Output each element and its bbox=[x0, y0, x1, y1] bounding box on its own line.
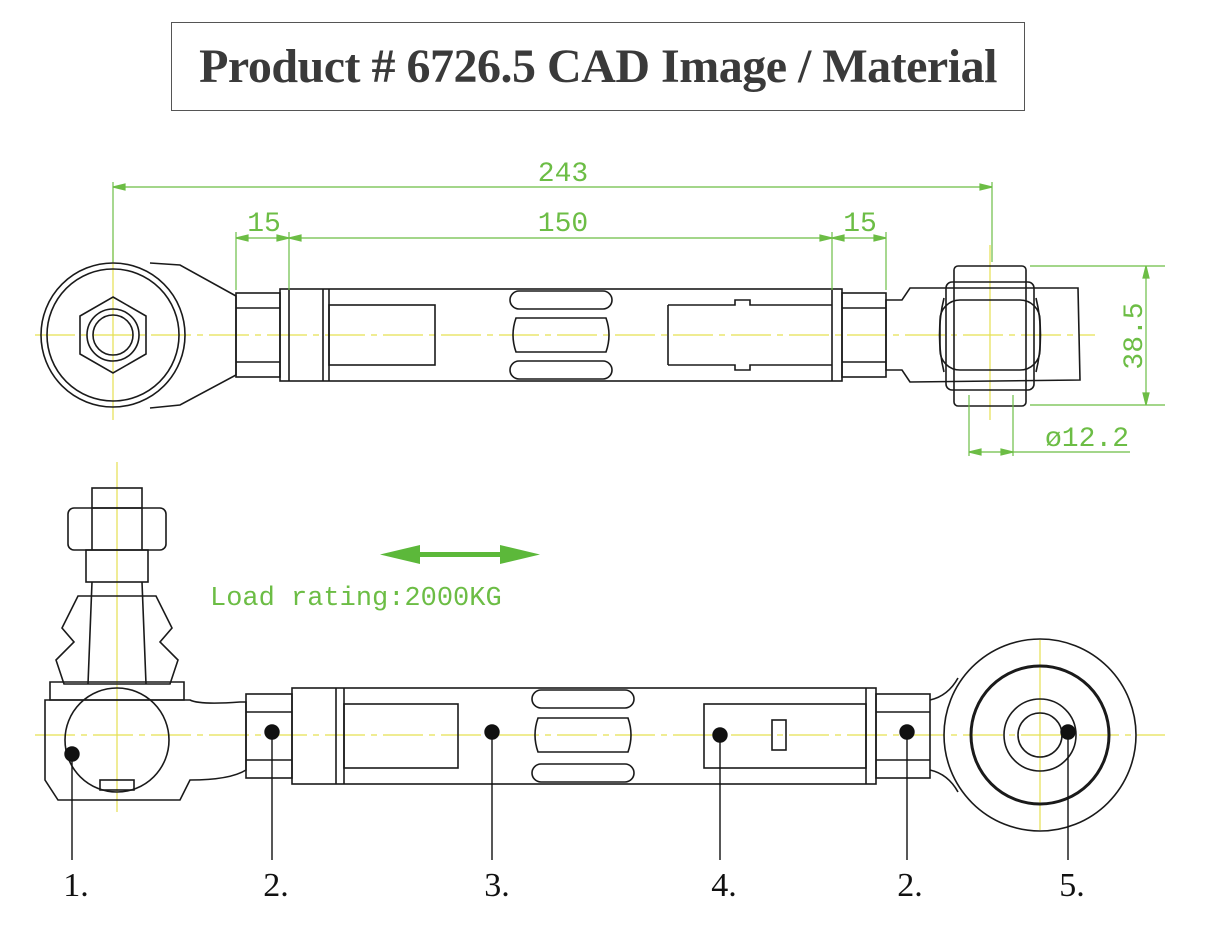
page-title: Product # 6726.5 CAD Image / Material bbox=[199, 40, 997, 93]
dim-overall-length: 243 bbox=[538, 159, 588, 190]
callout-label: 3. bbox=[484, 867, 510, 904]
callout-label: 2. bbox=[897, 867, 923, 904]
dim-bore-diameter: ø12.2 bbox=[1045, 424, 1129, 455]
callout-label: 2. bbox=[263, 867, 289, 904]
dim-height: 38.5 bbox=[1120, 302, 1151, 369]
dim-left-end: 15 bbox=[247, 209, 281, 240]
load-arrow bbox=[380, 545, 540, 564]
top-dimensions bbox=[112, 182, 1165, 456]
title-box: Product # 6726.5 CAD Image / Material bbox=[171, 22, 1025, 111]
callout-label: 1. bbox=[63, 867, 89, 904]
dim-center-length: 150 bbox=[538, 209, 588, 240]
load-rating-label: Load rating:2000KG bbox=[210, 584, 502, 614]
callout-label: 5. bbox=[1059, 867, 1085, 904]
dim-right-end: 15 bbox=[843, 209, 877, 240]
callout-leaders bbox=[64, 724, 1076, 860]
top-view bbox=[35, 240, 1095, 420]
side-view bbox=[35, 462, 1165, 832]
callout-label: 4. bbox=[711, 867, 737, 904]
